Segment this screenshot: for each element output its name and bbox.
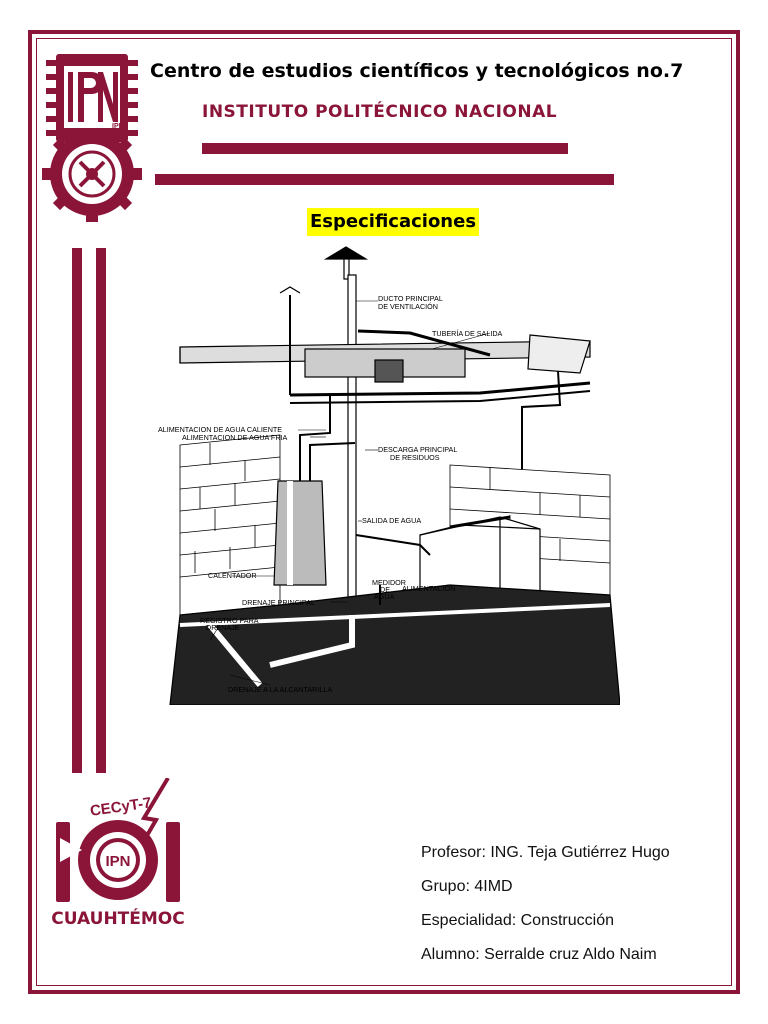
label-vent-duct-1: DUCTO PRINCIPAL (378, 294, 443, 303)
label-water-meter-2: DE (380, 585, 390, 594)
ipn-logo: IPN (42, 54, 142, 222)
label-cold-water: ALIMENTACION DE AGUA FRIA (182, 433, 288, 442)
cecyt-logo: CECyT-7 IPN CUAUHTÉMOC (51, 778, 185, 929)
label-main-discharge-2: DE RESIDUOS (390, 453, 440, 462)
side-bar-right (96, 248, 106, 773)
label-outlet-pipe: TUBERÍA DE SALIDA (432, 329, 503, 338)
page-border-outer (28, 30, 740, 994)
institute-name: INSTITUTO POLITÉCNICO NACIONAL (202, 102, 558, 122)
label-hot-water: ALIMENTACION DE AGUA CALIENTE (158, 425, 282, 434)
student-info: Profesor: ING. Teja Gutiérrez Hugo Grupo… (421, 842, 670, 978)
side-bar-left (72, 248, 82, 773)
label-water-outlet: SALIDA DE AGUA (362, 516, 421, 525)
label-main-drain: DRENAJE PRINCIPAL (242, 598, 315, 607)
plumbing-diagram: DUCTO PRINCIPAL DE VENTILACIÓN TUBERÍA D… (158, 246, 620, 705)
header-bar-long (155, 174, 614, 185)
cecyt-logo-ipn: IPN (105, 853, 130, 870)
info-alumno: Alumno: Serralde cruz Aldo Naim (421, 946, 657, 963)
header-bar-short (202, 143, 568, 154)
label-heater: CALENTADOR (208, 571, 257, 580)
info-especialidad: Especialidad: Construcción (421, 912, 614, 929)
label-supply: ALIMENTACIÓN (402, 584, 455, 593)
info-grupo: Grupo: 4IMD (421, 878, 513, 895)
cecyt-logo-name: CUAUHTÉMOC (51, 907, 184, 929)
label-water-meter-1: MEDIDOR (372, 578, 406, 587)
label-vent-duct-2: DE VENTILACIÓN (378, 302, 438, 311)
label-sewer-drain: DRENAJE A LA ALCANTARILLA (228, 685, 332, 694)
page-border-inner (36, 38, 732, 986)
label-drain-register-1: REGISTRO PARA (200, 616, 259, 625)
section-title: Especificaciones (307, 208, 480, 236)
label-water-meter-3: AGUA (374, 592, 395, 601)
info-profesor: Profesor: ING. Teja Gutiérrez Hugo (421, 844, 670, 861)
ipn-logo-text: IPN (112, 123, 124, 130)
school-name: Centro de estudios científicos y tecnoló… (150, 60, 684, 82)
label-main-discharge-1: DESCARGA PRINCIPAL (378, 445, 457, 454)
label-drain-register-2: DRENAJE (206, 623, 240, 632)
